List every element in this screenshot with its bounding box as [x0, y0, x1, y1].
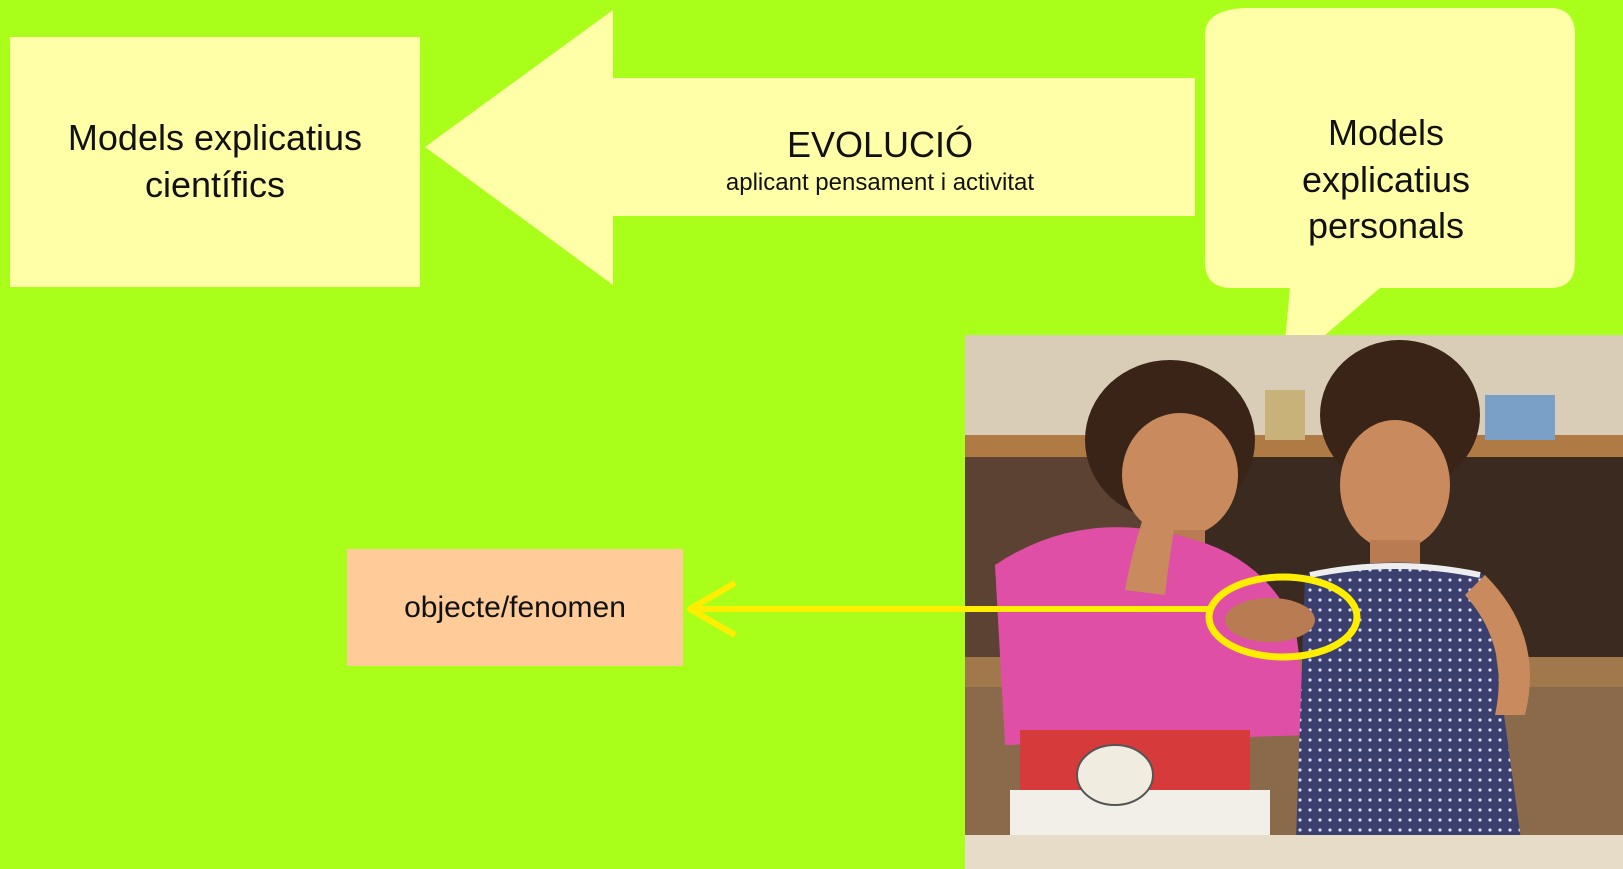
object-phenomenon-box: objecte/fenomen [347, 549, 683, 666]
two-children-photo-icon [965, 335, 1623, 869]
personal-models-bubble: Models explicatius personals [1206, 90, 1566, 270]
personal-models-line1: Models [1327, 111, 1445, 153]
object-phenomenon-label: objecte/fenomen [404, 590, 626, 624]
personal-models-line3: personals [1307, 205, 1465, 247]
speech-bubble-shape [1205, 8, 1575, 372]
evolution-arrow-label: EVOLUCIÓ aplicant pensament i activitat [600, 100, 1160, 220]
scientific-models-box: Models explicatius científics [10, 37, 420, 287]
children-photo [965, 335, 1623, 869]
personal-models-line2: explicatius [1301, 158, 1471, 200]
evolution-subtitle: aplicant pensament i activitat [725, 168, 1035, 196]
scientific-models-line2: científics [144, 164, 286, 205]
evolution-title: EVOLUCIÓ [786, 124, 974, 166]
evolution-arrow-shape [425, 10, 1195, 285]
scientific-models-line1: Models explicatius [67, 117, 363, 159]
